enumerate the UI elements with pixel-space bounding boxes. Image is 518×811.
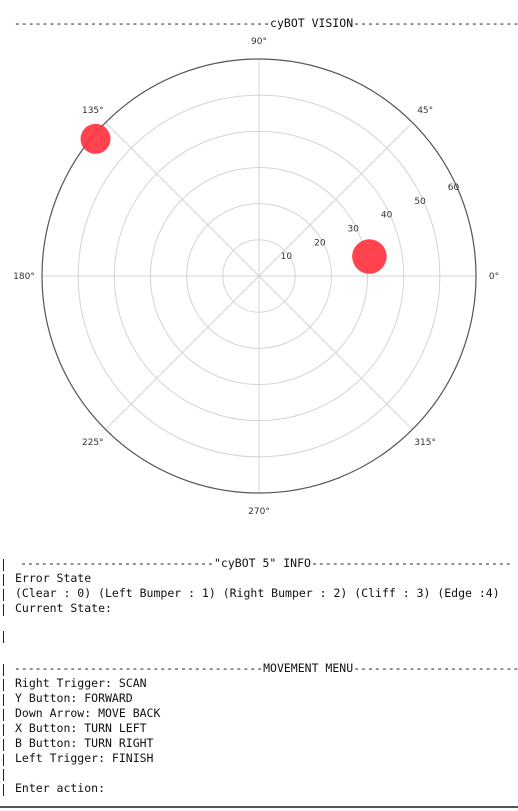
terminal-bar bbox=[3, 739, 4, 751]
menu-header-title: MOVEMENT MENU bbox=[263, 661, 354, 675]
terminal-bar bbox=[3, 664, 4, 676]
angle-tick-label: 45° bbox=[417, 106, 433, 116]
header-dashes-right: ----------------------------- bbox=[310, 556, 512, 570]
terminal-bar bbox=[3, 631, 4, 643]
terminal-bar bbox=[3, 679, 4, 691]
error-codes-text: (Clear : 0) (Left Bumper : 1) (Right Bum… bbox=[15, 586, 500, 600]
window-bottom-edge bbox=[0, 806, 518, 808]
radial-tick-label: 50 bbox=[414, 197, 426, 207]
vision-header-line: -------------------------------------cyB… bbox=[0, 1, 518, 31]
radial-tick-label: 20 bbox=[314, 238, 326, 248]
error-state-label: Error State bbox=[15, 571, 92, 585]
header-dashes-left: ------------------------------------ bbox=[13, 661, 264, 675]
angle-grid-spoke bbox=[258, 122, 413, 277]
info-header-title: "cyBOT 5" INFO bbox=[214, 556, 311, 570]
terminal-bar bbox=[3, 709, 4, 721]
menu-item-forward: Y Button: FORWARD bbox=[15, 691, 133, 705]
vision-header-title: cyBOT VISION bbox=[270, 16, 354, 30]
angle-grid-spoke bbox=[258, 275, 413, 430]
terminal-bar bbox=[3, 574, 4, 586]
polar-outer-frame bbox=[41, 58, 477, 494]
angle-tick-label: 270° bbox=[248, 507, 270, 517]
menu-item-move-back: Down Arrow: MOVE BACK bbox=[15, 706, 161, 720]
terminal-bar bbox=[3, 754, 4, 766]
menu-item-finish: Left Trigger: FINISH bbox=[15, 751, 154, 765]
angle-tick-label: 180° bbox=[13, 272, 35, 282]
header-dashes-right: ----------------------------------------… bbox=[353, 16, 518, 30]
angle-grid-spoke bbox=[105, 122, 260, 277]
terminal-bar bbox=[3, 589, 4, 601]
current-state-label: Current State: bbox=[15, 601, 112, 615]
header-dashes-left: ------------------------------------- bbox=[13, 16, 271, 30]
polar-radar-chart: 10 20 30 40 50 60 0° 45° 90° 135° 180° 225° 270° 315° bbox=[13, 37, 499, 517]
terminal-bar bbox=[3, 724, 4, 736]
enter-action-prompt[interactable]: Enter action: bbox=[15, 781, 106, 795]
angle-tick-label: 0° bbox=[489, 272, 499, 282]
angle-tick-label: 315° bbox=[414, 438, 436, 448]
header-dashes-right: ------------------------------------ bbox=[353, 661, 518, 675]
obstacle-point bbox=[352, 239, 387, 274]
terminal-bar bbox=[3, 694, 4, 706]
angle-tick-label: 135° bbox=[82, 106, 104, 116]
header-dashes-left: ---------------------------- bbox=[20, 556, 214, 570]
menu-header-line: ------------------------------------MOVE… bbox=[0, 646, 518, 676]
info-header-line: ----------------------------"cyBOT 5" IN… bbox=[0, 541, 518, 571]
obstacle-point bbox=[80, 123, 111, 154]
angle-tick-label: 90° bbox=[251, 37, 267, 47]
radial-tick-label: 10 bbox=[281, 252, 293, 262]
terminal-bar bbox=[3, 769, 4, 781]
radial-tick-label: 30 bbox=[348, 224, 360, 234]
menu-item-turn-left: X Button: TURN LEFT bbox=[15, 721, 147, 735]
menu-item-scan: Right Trigger: SCAN bbox=[15, 676, 147, 690]
terminal-bar bbox=[3, 604, 4, 616]
menu-item-turn-right: B Button: TURN RIGHT bbox=[15, 736, 154, 750]
angle-tick-label: 225° bbox=[82, 438, 104, 448]
terminal-bar bbox=[3, 559, 4, 571]
angle-grid-spoke bbox=[105, 275, 260, 430]
radial-tick-label: 40 bbox=[381, 211, 393, 221]
terminal-bar bbox=[3, 784, 4, 796]
radial-tick-label: 60 bbox=[448, 183, 460, 193]
